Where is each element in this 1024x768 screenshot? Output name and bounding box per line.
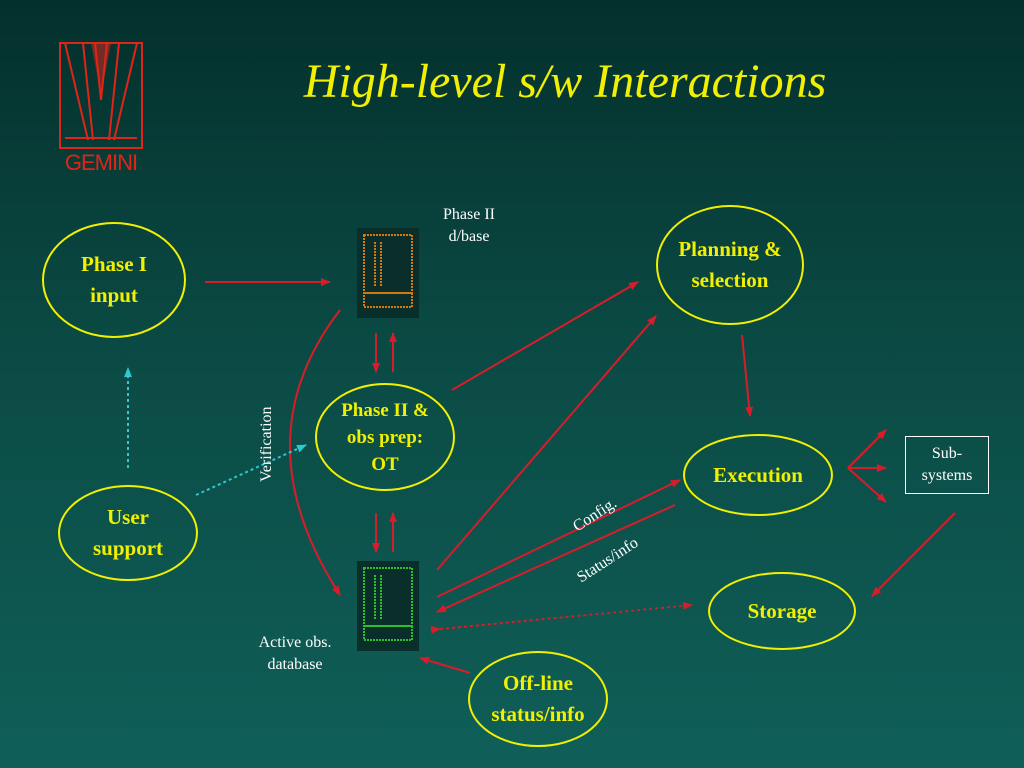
phase2-ot-label: Phase II & obs prep: OT (341, 399, 429, 475)
execution-node: Execution (683, 434, 833, 516)
phase1-input-node: Phase I input (42, 222, 186, 338)
storage-label: Storage (747, 598, 817, 623)
execution-label: Execution (713, 462, 803, 487)
arrow-planning-to-execution (741, 334, 754, 417)
arrow-exec-sub-3 (847, 467, 887, 503)
arrow-user-to-ot (195, 444, 307, 496)
arrow-config (436, 479, 681, 598)
planning-selection-label: Planning & selection (678, 237, 782, 292)
page-title: High-level s/w Interactions (303, 55, 827, 108)
storage-node: Storage (708, 572, 856, 650)
arrow-active-to-planning (436, 315, 657, 571)
user-support-node: User support (58, 485, 198, 581)
arrow-verification (289, 309, 341, 596)
phase2-ot-node: Phase II & obs prep: OT (315, 383, 455, 491)
user-support-label: User support (92, 505, 164, 560)
arrow-ot-to-planning (451, 281, 639, 391)
verification-label: Verification (258, 406, 275, 482)
active-database-icon (357, 561, 419, 651)
phase2-database-icon (357, 228, 419, 318)
arrow-offline-to-active (419, 656, 471, 674)
offline-status-label: Off-line status/info (491, 671, 585, 726)
arrow-status (436, 504, 676, 613)
planning-selection-node: Planning & selection (656, 205, 804, 325)
arrow-sub-to-storage (871, 512, 956, 597)
arrow-storage-active (430, 601, 693, 634)
subsystems-box: Sub- systems (905, 436, 989, 494)
subsystems-label: Sub- systems (921, 445, 973, 484)
phase1-input-label: Phase I input (81, 252, 147, 307)
gemini-logo-icon (59, 42, 143, 149)
offline-status-node: Off-line status/info (468, 651, 608, 747)
arrow-exec-sub-1 (847, 429, 887, 469)
phase2-db-label: Phase II d/base (443, 206, 495, 245)
logo-text: GEMINI (64, 150, 138, 175)
active-db-label: Active obs. database (258, 634, 332, 673)
